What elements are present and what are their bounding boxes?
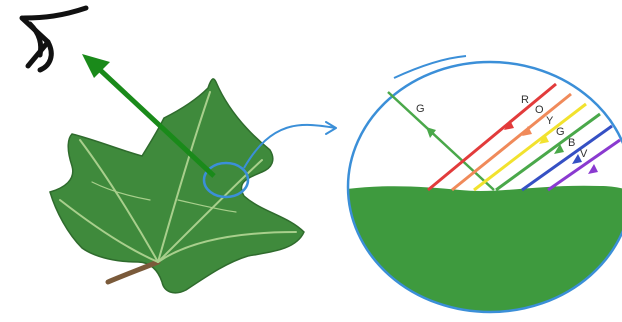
incident-ray-arrowheads [504, 120, 598, 174]
callout-arrow [243, 121, 337, 169]
leaf-surface [348, 185, 622, 312]
leaf-blade [49, 78, 305, 294]
magnified-oval [346, 60, 622, 314]
incident-rays [427, 82, 621, 192]
ray-label-yellow: Y [546, 115, 554, 127]
ray-label-blue: B [568, 137, 575, 149]
ivy-leaf [49, 78, 305, 294]
reflected-green-arrowhead [82, 54, 110, 78]
reflected-green-arrow [96, 66, 216, 178]
leaf-veins [59, 91, 297, 263]
ray-green [495, 112, 601, 192]
ray-label-green: G [556, 126, 565, 138]
ray-label-violet: V [580, 148, 588, 160]
ray-violet [547, 138, 621, 192]
ray-blue [521, 124, 613, 192]
reflected-ray-label: G [416, 103, 425, 115]
ray-orange [451, 92, 572, 192]
ray-label-red: R [521, 94, 529, 106]
ray-red [427, 82, 557, 192]
ray-label-orange: O [535, 104, 544, 116]
ray-yellow [473, 102, 587, 192]
leaf-stem [105, 259, 161, 285]
oval-tick [393, 55, 467, 79]
eye-icon [19, 5, 89, 73]
reflected-ray [387, 91, 495, 191]
magnifier-circle [202, 161, 250, 199]
